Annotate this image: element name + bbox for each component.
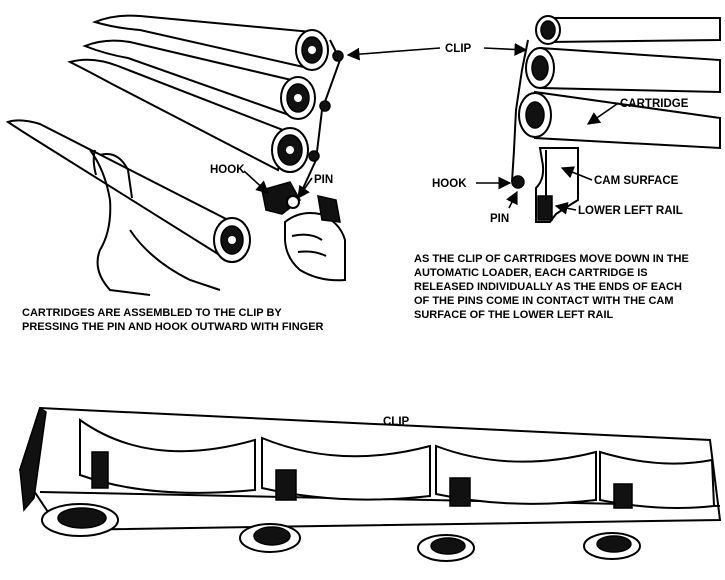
- cartridge-illustration: [67, 58, 309, 173]
- clip-link: [41, 418, 256, 537]
- lower-left-rail-label: LOWER LEFT RAIL: [578, 205, 683, 217]
- hand-illustration: [284, 195, 346, 282]
- caption-line: OF THE PINS COME IN CONTACT WITH THE CAM: [414, 295, 674, 307]
- cartridge-illustration: [91, 14, 329, 71]
- cam-surface-label: CAM SURFACE: [594, 175, 679, 187]
- pin-label-right: PIN: [490, 213, 509, 225]
- cartridge-illustration: [518, 90, 721, 150]
- loose-cartridge-illustration: [5, 119, 251, 263]
- loader-illustration: [511, 15, 721, 223]
- clip-link: [239, 436, 431, 553]
- hand-illustration: [89, 149, 221, 296]
- pin-label-left: PIN: [314, 174, 333, 186]
- caption-line: PRESSING THE PIN AND HOOK OUTWARD WITH F…: [22, 321, 324, 333]
- cartridge-label: CARTRIDGE: [620, 98, 689, 110]
- hook-label-left: HOOK: [210, 164, 245, 176]
- caption-line: SURFACE OF THE LOWER LEFT RAIL: [414, 309, 613, 321]
- right-caption: AS THE CLIP OF CARTRIDGES MOVE DOWN IN T…: [414, 253, 689, 321]
- caption-line: AS THE CLIP OF CARTRIDGES MOVE DOWN IN T…: [414, 253, 689, 265]
- leader-lines: [243, 43, 618, 215]
- cartridge-illustration: [525, 46, 721, 94]
- cartridge-illustration: [82, 39, 316, 120]
- cartridge-illustration: [535, 15, 721, 45]
- caption-line: AUTOMATIC LOADER, EACH CARTRIDGE IS: [414, 267, 648, 279]
- clip-link: [417, 444, 597, 562]
- clip-link: [583, 450, 716, 560]
- left-caption: CARTRIDGES ARE ASSEMBLED TO THE CLIP BY …: [22, 307, 324, 333]
- clip-label-bottom: CLIP: [383, 416, 410, 428]
- clip-label-top: CLIP: [445, 43, 472, 55]
- hook-label-right: HOOK: [432, 178, 467, 190]
- caption-line: RELEASED INDIVIDUALLY AS THE ENDS OF EAC…: [414, 281, 682, 293]
- assembly-illustration: [5, 14, 346, 296]
- caption-line: CARTRIDGES ARE ASSEMBLED TO THE CLIP BY: [22, 307, 282, 319]
- clip-strip-illustration: [18, 406, 722, 562]
